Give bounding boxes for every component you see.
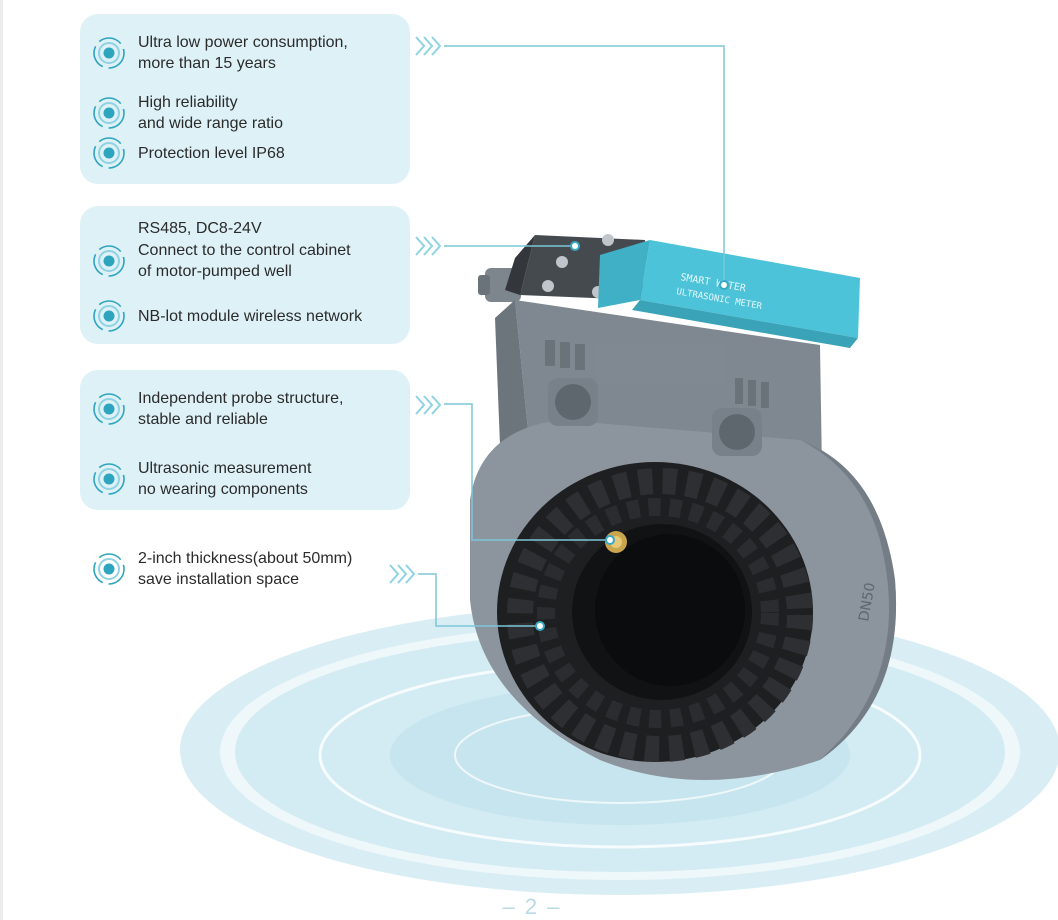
target-icon	[93, 37, 125, 69]
target-icon	[93, 300, 125, 332]
target-icon	[93, 97, 125, 129]
page-edge-line	[0, 0, 3, 920]
feature-item: Ultra low power consumption,more than 15…	[92, 32, 348, 74]
ring-label: DN50	[856, 581, 879, 622]
feature-item: Protection level IP68	[92, 136, 285, 170]
chevrons-right-icon	[415, 395, 442, 415]
target-icon	[93, 463, 125, 495]
feature-item: RS485, DC8-24V	[138, 220, 262, 237]
feature-panel-1: Ultra low power consumption,more than 15…	[80, 14, 410, 184]
target-icon	[93, 393, 125, 425]
leader-lines	[418, 45, 725, 627]
feature-panel-3: Independent probe structure,stable and r…	[80, 370, 410, 510]
chevrons-right-icon	[415, 36, 442, 56]
target-icon	[93, 553, 125, 585]
page-number: – 2 –	[502, 894, 562, 919]
target-icon	[93, 245, 125, 277]
feature-item: NB-lot module wireless network	[92, 299, 362, 333]
chevrons-right-icon	[415, 236, 442, 256]
feature-item: Independent probe structure,stable and r…	[92, 388, 343, 430]
meter-device: DN50 SMART WATER ULTRASONIC METER	[470, 234, 897, 780]
target-icon	[93, 137, 125, 169]
feature-item-standalone: 2-inch thickness(about 50mm)save install…	[92, 548, 352, 590]
chevrons-right-icon	[389, 564, 416, 584]
feature-panel-2: RS485, DC8-24V Connect to the control ca…	[80, 206, 410, 344]
leader-endpoints	[535, 241, 729, 631]
